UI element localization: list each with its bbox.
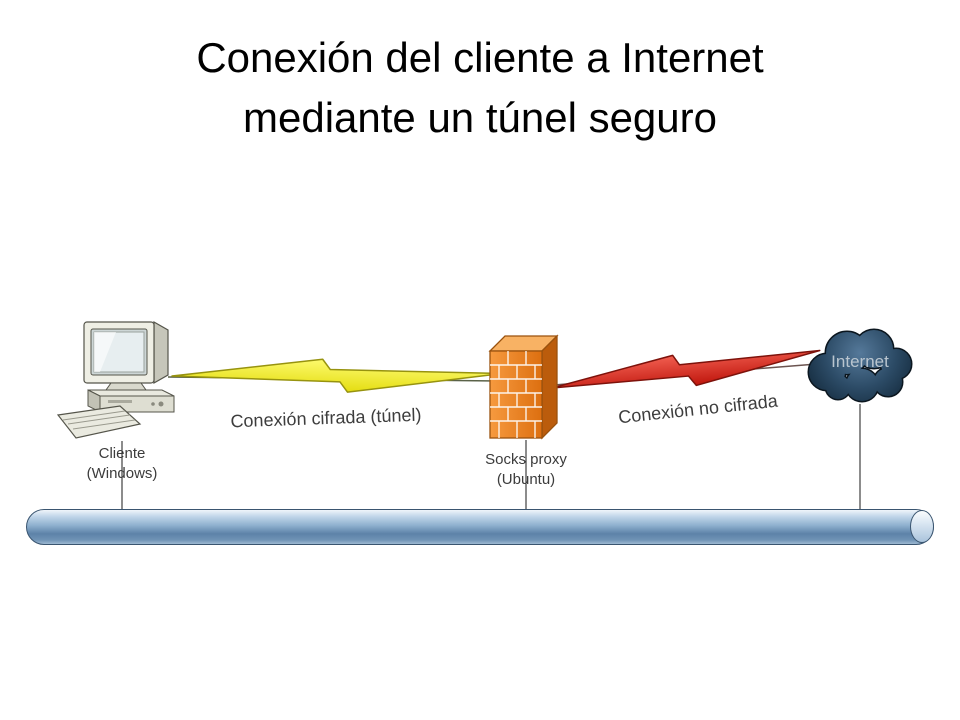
desktop-computer-icon [56, 320, 175, 439]
internet-cloud-icon [807, 328, 913, 403]
encrypted-tunnel-bolt-icon [171, 358, 504, 393]
title-line-2: mediante un túnel seguro [243, 93, 717, 141]
unencrypted-bolt-icon [551, 349, 821, 389]
proxy-label-line1: Socks proxy [485, 451, 567, 468]
client-label-line2: (Windows) [86, 465, 158, 483]
client-label-line1: Cliente [98, 445, 146, 462]
internet-label: Internet [831, 352, 889, 371]
slide-title: Conexión del cliente a Internet mediante … [0, 28, 960, 147]
title-line-1: Conexión del cliente a Internet [196, 34, 764, 81]
firewall-icon [488, 334, 559, 440]
network-pipe [26, 509, 934, 545]
proxy-label: Socks proxy (Ubuntu) [460, 450, 592, 491]
client-label: Cliente (Windows) [56, 444, 188, 485]
pipe-end-cap [910, 510, 934, 543]
proxy-label-line2: (Ubuntu) [496, 471, 556, 489]
